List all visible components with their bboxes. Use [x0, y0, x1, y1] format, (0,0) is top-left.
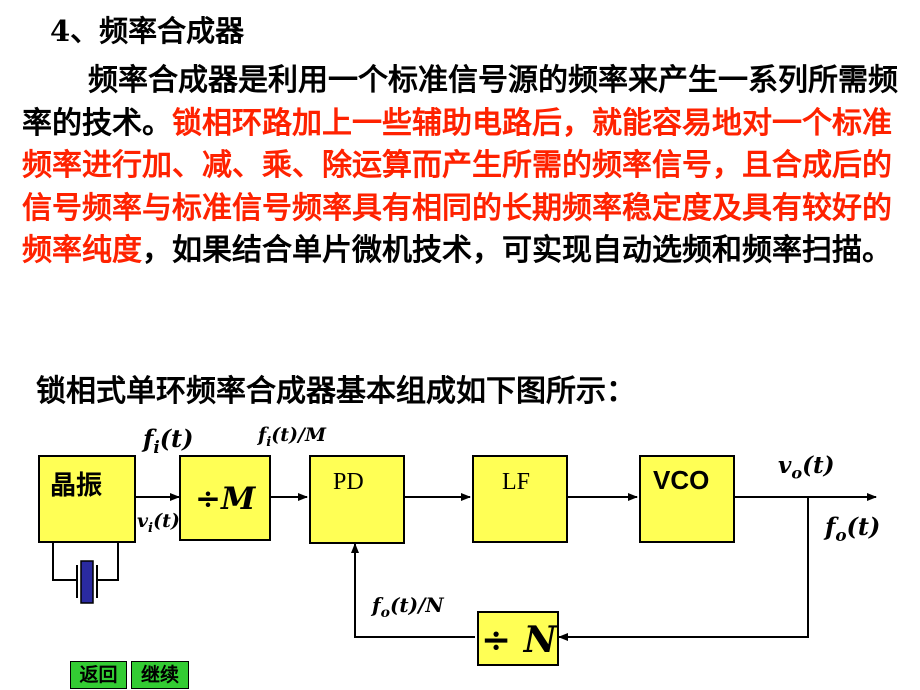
divider-m-block: ÷M — [179, 455, 271, 541]
crystal-resonator-icon — [80, 560, 94, 604]
divider-m-label: ÷M — [195, 481, 256, 517]
diagram-caption: 锁相式单环频率合成器基本组成如下图所示： — [36, 374, 636, 409]
wire-divn-to-pd — [351, 543, 475, 638]
ending-text: ，如果结合单片微机技术，可实现自动选频和频率扫描。 — [142, 233, 892, 268]
crystal-wire-left — [52, 543, 76, 581]
section-heading: 4、频率合成器 — [50, 14, 245, 48]
continue-button[interactable]: 继续 — [131, 661, 189, 689]
crystal-oscillator-block: 晶振 — [38, 455, 136, 543]
body-paragraph: 频率合成器是利用一个标准信号源的频率来产生一系列所需频率的技术。锁相环路加上一些… — [22, 60, 902, 273]
highlighted-text: 锁相环路加上一些辅助电路后，就能容易地对一个标准频率进行加、减、乘、除运算而产生… — [22, 105, 892, 269]
vco-label: VCO — [653, 465, 710, 495]
wire-feedback-to-divn — [558, 497, 809, 641]
signal-vo-label: vo(t) — [778, 452, 835, 483]
signal-fo-label: fo(t) — [825, 512, 881, 545]
divider-n-label: ÷ N — [481, 619, 557, 661]
back-button[interactable]: 返回 — [70, 661, 127, 689]
intro-text: 频率合成器是利用一个标准信号源的频率来产生一系列所需频率的技术。 — [22, 63, 898, 141]
crystal-oscillator-label: 晶振 — [50, 471, 103, 501]
vco-block: VCO — [639, 455, 735, 543]
signal-fi-over-m-label: fi(t)/M — [258, 424, 326, 450]
phase-detector-label: PD — [333, 469, 364, 495]
loop-filter-label: LF — [502, 469, 531, 495]
crystal-wire-right — [98, 543, 119, 581]
loop-filter-block: LF — [472, 455, 568, 543]
divider-n-block: ÷ N — [477, 611, 559, 666]
signal-fi-label: fi(t) — [143, 424, 194, 457]
signal-vi-label: vi(t) — [137, 510, 180, 536]
phase-detector-block: PD — [309, 455, 405, 544]
signal-fo-over-n-label: fo(t)/N — [372, 593, 444, 621]
